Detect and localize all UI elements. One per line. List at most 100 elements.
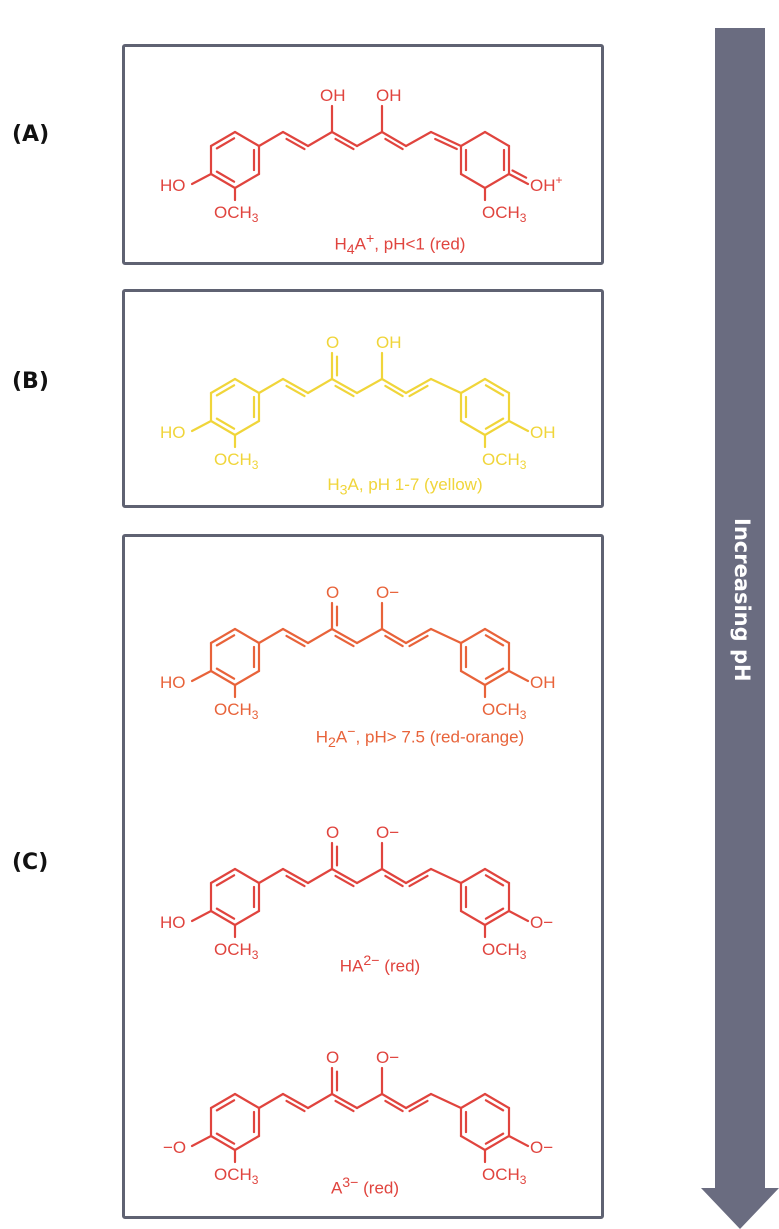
bond bbox=[408, 874, 429, 888]
right-methoxy-label: OCH3 bbox=[482, 1165, 527, 1187]
bond bbox=[330, 130, 359, 148]
bond bbox=[306, 1092, 334, 1110]
bond bbox=[408, 384, 429, 398]
panel-a-box bbox=[122, 44, 604, 265]
left-methoxy-label: OCH3 bbox=[214, 203, 259, 225]
bond bbox=[483, 867, 511, 885]
left-hydroxyl-label: HO bbox=[160, 423, 186, 442]
bond bbox=[334, 1099, 355, 1113]
bond bbox=[404, 867, 433, 885]
top-label-1: OH bbox=[320, 86, 346, 105]
bond bbox=[429, 130, 463, 148]
bond bbox=[215, 907, 236, 920]
bond bbox=[483, 627, 511, 645]
bond bbox=[483, 419, 511, 437]
bond bbox=[429, 627, 463, 645]
bond bbox=[209, 377, 237, 395]
bond bbox=[233, 909, 261, 927]
bond bbox=[483, 172, 511, 190]
bond bbox=[484, 384, 505, 397]
bond bbox=[209, 867, 237, 885]
left-hydroxyl-label: −O bbox=[163, 1138, 186, 1157]
bond bbox=[459, 419, 487, 437]
bond bbox=[233, 867, 261, 885]
bond bbox=[233, 1092, 261, 1110]
bond bbox=[511, 169, 528, 179]
bond bbox=[459, 669, 487, 687]
bond bbox=[459, 627, 487, 645]
caption-c3: A3− (red) bbox=[330, 1175, 400, 1198]
bond bbox=[429, 377, 463, 395]
bond bbox=[190, 419, 213, 433]
top-label-2: O− bbox=[376, 823, 399, 842]
bond bbox=[404, 130, 433, 148]
bond bbox=[215, 874, 236, 887]
increasing-ph-label: Increasing pH bbox=[730, 518, 754, 682]
bond bbox=[483, 377, 511, 395]
bond bbox=[404, 1092, 433, 1110]
bond bbox=[209, 669, 237, 687]
bond bbox=[233, 377, 261, 395]
bond bbox=[334, 137, 355, 151]
bond bbox=[404, 627, 433, 645]
right-methoxy-label: OCH3 bbox=[482, 940, 527, 962]
bond bbox=[334, 384, 355, 398]
bond bbox=[459, 172, 487, 190]
top-label-2: O− bbox=[376, 583, 399, 602]
bond bbox=[285, 634, 306, 648]
bond bbox=[355, 627, 384, 645]
bond bbox=[507, 1134, 530, 1148]
bond bbox=[233, 1134, 261, 1152]
bond bbox=[429, 867, 463, 885]
bond bbox=[334, 874, 355, 888]
bond bbox=[408, 1099, 429, 1113]
bond bbox=[483, 1134, 511, 1152]
bond bbox=[459, 1092, 487, 1110]
top-label-1: O bbox=[326, 333, 339, 352]
bond bbox=[306, 627, 334, 645]
bond bbox=[281, 1092, 310, 1110]
left-methoxy-label: OCH3 bbox=[214, 940, 259, 962]
bond bbox=[306, 867, 334, 885]
left-methoxy-label: OCH3 bbox=[214, 450, 259, 472]
bond bbox=[380, 377, 408, 395]
bond bbox=[355, 1092, 384, 1110]
bond bbox=[507, 172, 530, 186]
bond bbox=[484, 667, 505, 680]
caption-c2: HA2− (red) bbox=[339, 953, 421, 976]
bond bbox=[330, 377, 359, 395]
bond bbox=[507, 419, 530, 433]
bond bbox=[281, 867, 310, 885]
bond bbox=[483, 130, 511, 148]
bond bbox=[459, 867, 487, 885]
bond bbox=[459, 1134, 487, 1152]
right-top-label: OH bbox=[530, 423, 556, 442]
panel-b-label: (B) bbox=[12, 369, 49, 394]
bond bbox=[408, 634, 429, 648]
bond bbox=[190, 1134, 213, 1148]
left-hydroxyl-label: HO bbox=[160, 176, 186, 195]
bond bbox=[429, 1092, 463, 1110]
bond bbox=[483, 1092, 511, 1110]
bond bbox=[190, 909, 213, 923]
bond bbox=[384, 1099, 404, 1113]
bond bbox=[507, 669, 530, 683]
bond bbox=[484, 417, 505, 430]
bond bbox=[434, 137, 458, 151]
right-methoxy-label: OCH3 bbox=[482, 203, 527, 225]
bond bbox=[209, 1134, 237, 1152]
bond bbox=[209, 130, 237, 148]
bond bbox=[209, 627, 237, 645]
bond bbox=[285, 384, 306, 398]
caption-c1: H2A−, pH> 7.5 (red-orange) bbox=[315, 724, 525, 752]
bond bbox=[484, 907, 505, 920]
bond bbox=[384, 384, 404, 398]
bond bbox=[380, 1092, 408, 1110]
bond bbox=[257, 627, 285, 645]
bond bbox=[257, 130, 285, 148]
